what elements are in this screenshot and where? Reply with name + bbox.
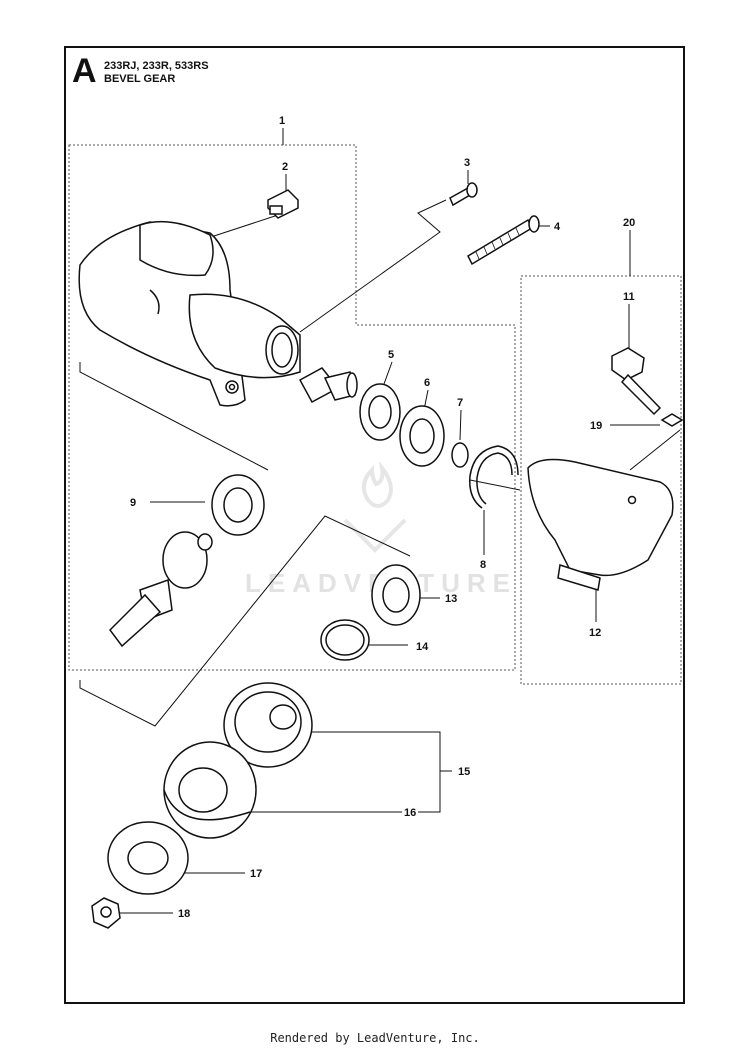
callout-19: 19 xyxy=(590,420,602,432)
callout-labels: 1 2 3 4 20 5 6 7 11 19 9 8 13 12 14 15 1… xyxy=(130,115,635,920)
drive-disc xyxy=(223,682,313,768)
callout-16: 16 xyxy=(404,807,416,819)
long-bolt xyxy=(467,215,540,266)
callout-13: 13 xyxy=(445,593,457,605)
callout-15: 15 xyxy=(458,766,470,778)
callout-1: 1 xyxy=(279,115,285,127)
callout-18: 18 xyxy=(178,908,190,920)
callout-11: 11 xyxy=(623,291,635,303)
callout-4: 4 xyxy=(554,221,561,233)
gear-housing-group-outline xyxy=(68,144,516,671)
section-letter: A xyxy=(72,52,97,90)
lock-nut xyxy=(91,897,121,929)
callout-3: 3 xyxy=(464,157,470,169)
callout-9: 9 xyxy=(130,497,136,509)
guard-bracket xyxy=(527,458,674,591)
callout-5: 5 xyxy=(388,349,394,361)
bearing-13 xyxy=(371,564,421,626)
plug-screw xyxy=(267,189,299,219)
leader-lines xyxy=(79,128,681,914)
bearing-6 xyxy=(399,405,445,467)
guard-group-outline xyxy=(520,275,682,685)
callout-7: 7 xyxy=(457,397,463,409)
circlip-14 xyxy=(320,619,370,661)
assembly-title: BEVEL GEAR xyxy=(104,73,176,85)
callout-6: 6 xyxy=(424,377,430,389)
bearing-9 xyxy=(211,474,265,536)
callout-20: 20 xyxy=(623,217,635,229)
crown-gear-shaft xyxy=(109,531,213,648)
callout-14: 14 xyxy=(416,641,429,653)
callout-8: 8 xyxy=(480,559,486,571)
circlip-7 xyxy=(451,442,469,468)
callout-2: 2 xyxy=(282,161,288,173)
short-screw xyxy=(449,182,478,207)
assembly-outlines xyxy=(68,144,682,685)
gear-housing xyxy=(78,220,301,407)
washer-19 xyxy=(660,413,684,427)
callout-12: 12 xyxy=(589,627,601,639)
model-numbers: 233RJ, 233R, 533RS xyxy=(104,60,209,72)
circlip-8 xyxy=(469,445,519,509)
washer-plate xyxy=(107,821,189,895)
watermark-logo xyxy=(343,460,407,553)
bevel-pinion xyxy=(298,367,358,404)
guard-bolt xyxy=(611,347,662,416)
support-cup xyxy=(163,741,257,839)
footer-credit: Rendered by LeadVenture, Inc. xyxy=(270,1031,480,1045)
bearing-5 xyxy=(359,383,401,441)
diagram-frame xyxy=(64,46,685,1004)
callout-17: 17 xyxy=(250,868,262,880)
